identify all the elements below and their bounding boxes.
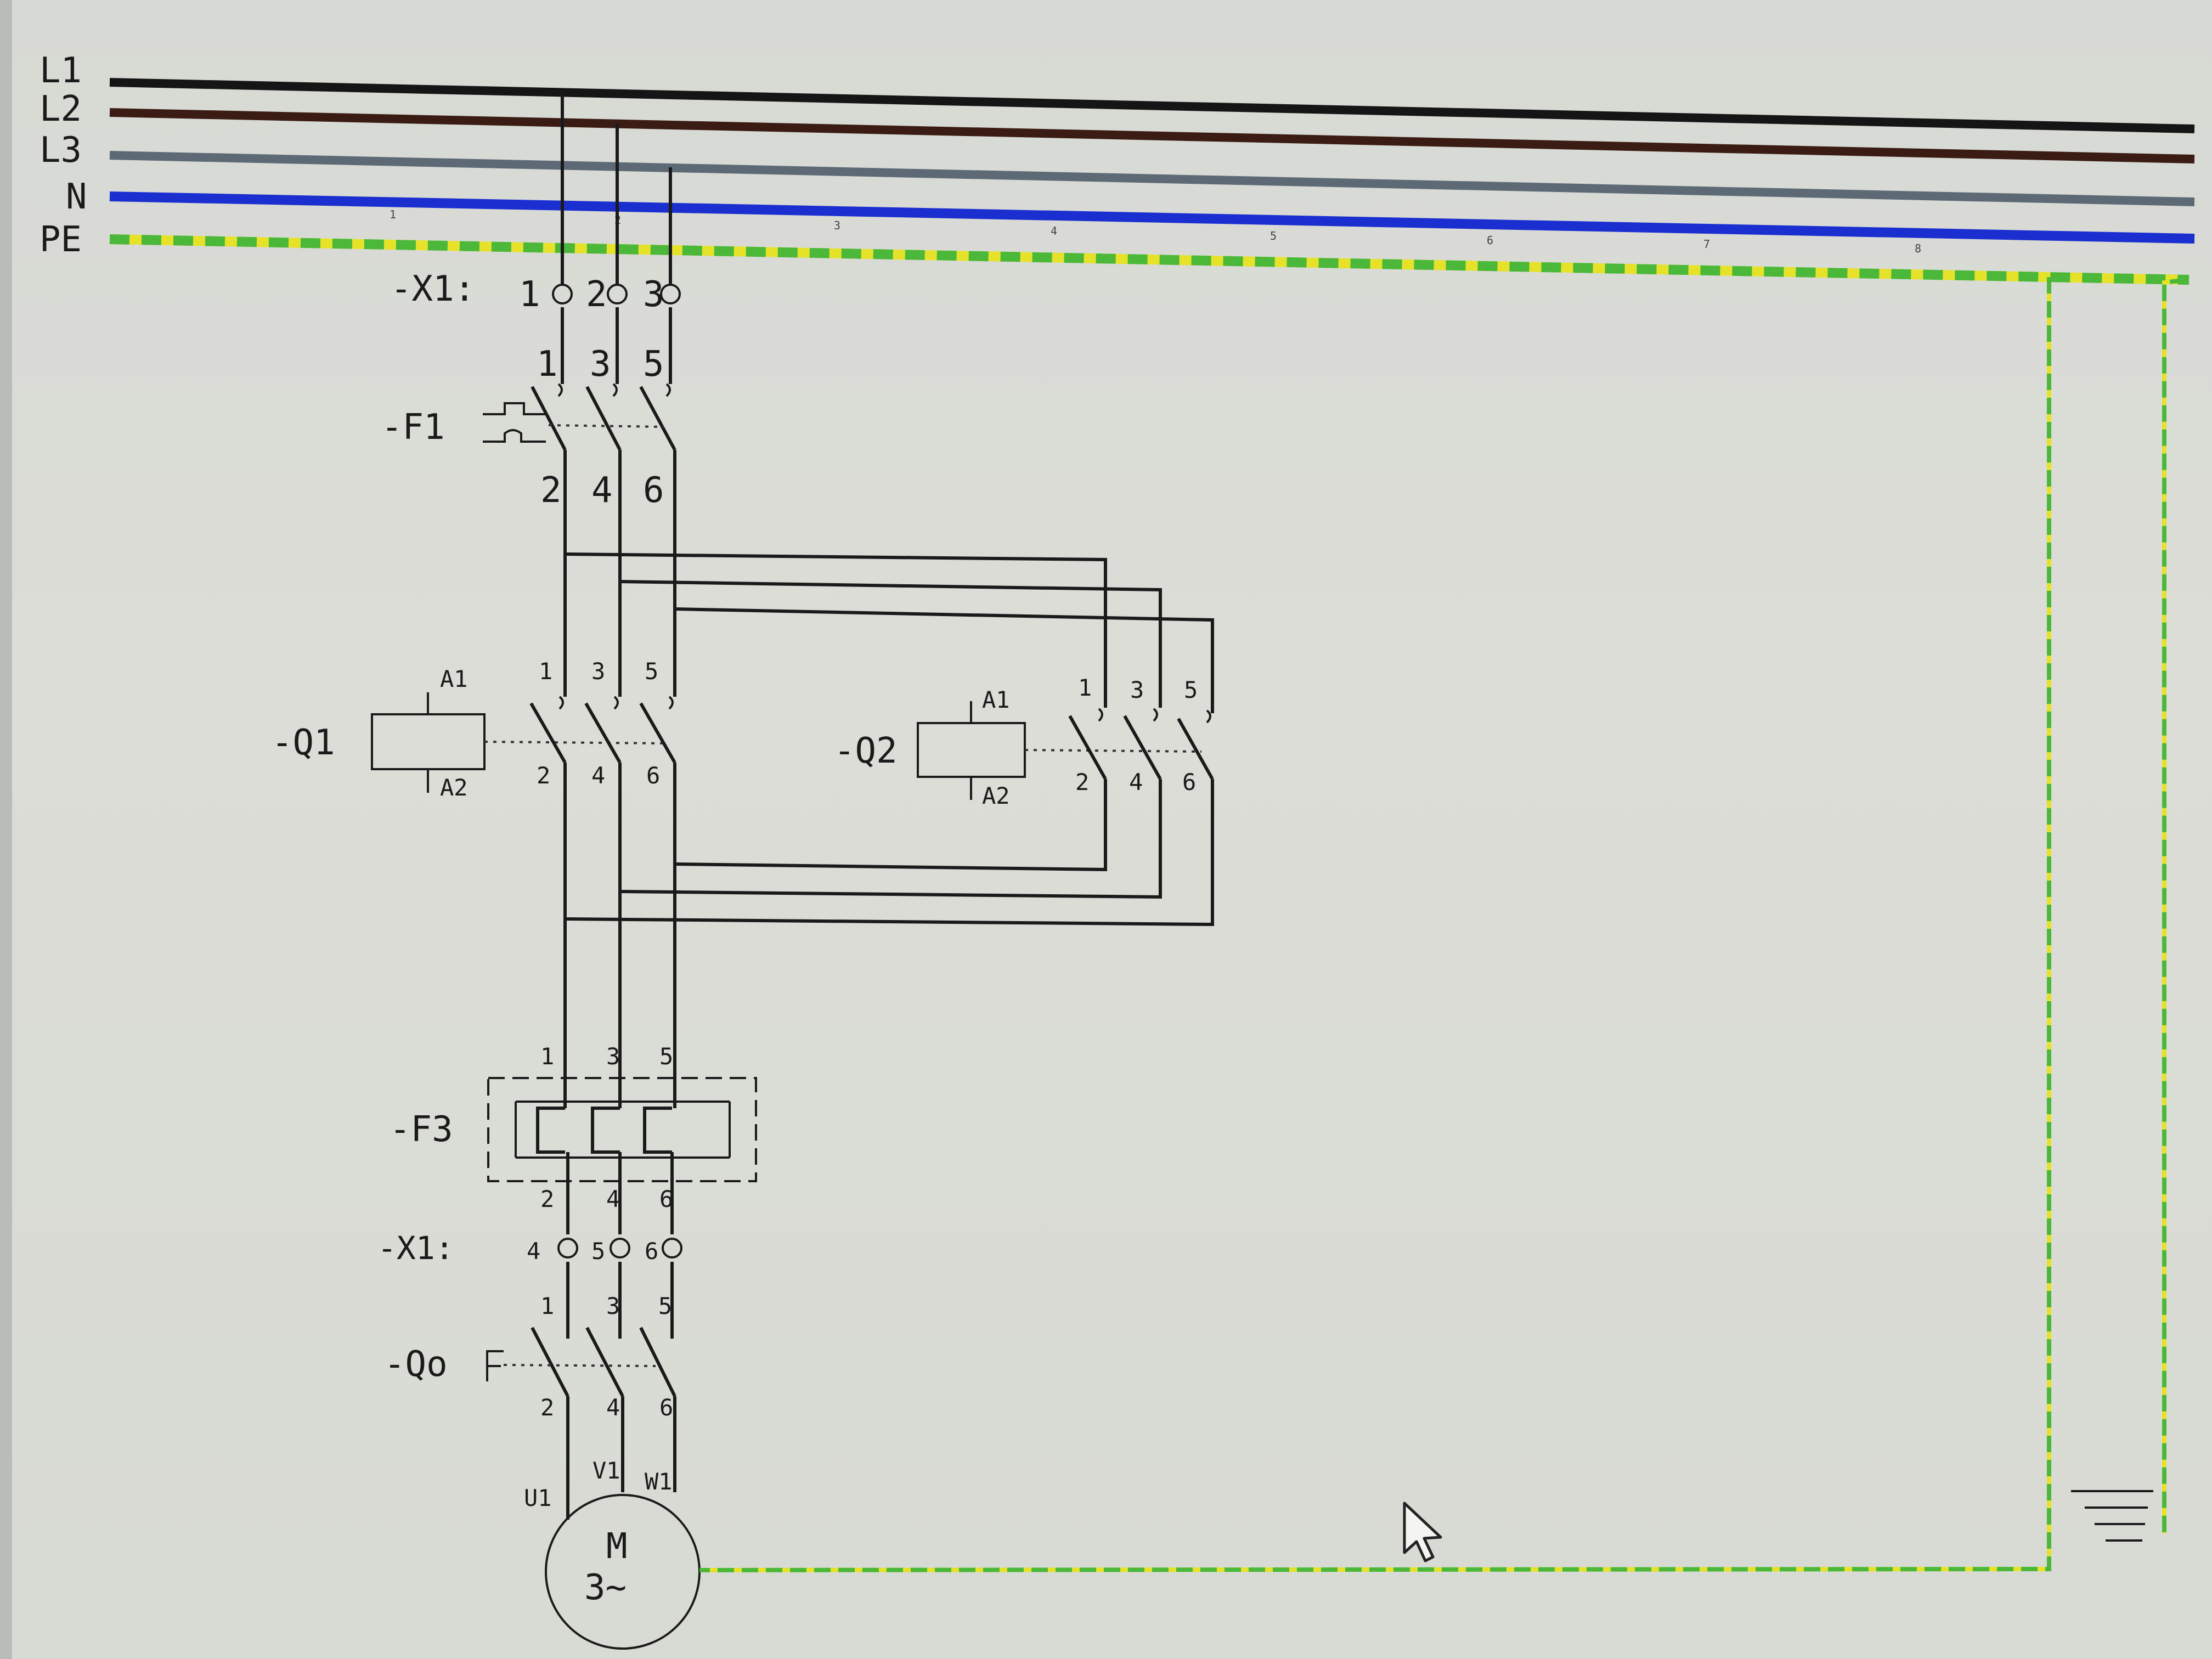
bus-N [109, 191, 2195, 244]
pin-label: 2 [537, 762, 550, 789]
bus-L2 [109, 108, 2195, 163]
pin-label: 1 [539, 658, 552, 685]
terminal-tag: -X1: [377, 1229, 454, 1267]
bus-L1 [109, 78, 2195, 133]
terminal-circle[interactable] [557, 1238, 578, 1259]
pin-label: 5 [1184, 676, 1198, 703]
reversing-wiring [565, 552, 1214, 927]
bus-L3 [109, 151, 2195, 206]
pin-label: 3 [606, 1293, 620, 1319]
pin-label: 6 [659, 1186, 673, 1212]
terminal-strip-top[interactable]: -X1: 1 2 3 [391, 269, 681, 315]
pin-label: 1 [540, 1293, 554, 1319]
pin-label: 4 [1129, 769, 1143, 795]
motor-M1[interactable]: U1 V1 W1 M 3~ [524, 1457, 701, 1650]
pin-label: 4 [591, 762, 605, 789]
device-tag: -Qo [384, 1344, 448, 1385]
terminal-circle[interactable] [552, 284, 573, 304]
bus-label-L3: L3 [40, 130, 82, 171]
pin-label: 2 [540, 470, 562, 511]
pin-label: 2 [540, 1394, 554, 1421]
terminal-circle[interactable] [660, 284, 681, 304]
device-tag: -F1 [381, 407, 445, 448]
grid-number: 8 [1915, 242, 1921, 255]
motor-symbol: M [606, 1526, 628, 1567]
terminal-circle[interactable] [610, 1238, 630, 1259]
bus-labels: L1 L2 L3 N PE [40, 50, 87, 260]
grid-number: 6 [1487, 234, 1493, 247]
motor-pin: W1 [645, 1468, 673, 1495]
device-tag: -Q2 [834, 731, 898, 771]
terminal-tag: -X1: [391, 269, 475, 309]
terminal-pin: 4 [527, 1238, 540, 1265]
pin-label: 4 [606, 1186, 620, 1212]
pin-label: 4 [606, 1394, 620, 1421]
motor-pin: U1 [524, 1485, 552, 1511]
motor-circle[interactable] [545, 1494, 701, 1650]
pin-label: 5 [658, 1293, 672, 1319]
terminal-strip-bottom[interactable]: -X1: 4 5 6 [377, 1229, 682, 1267]
grid-number: 4 [1051, 224, 1057, 238]
grid-number: 5 [1270, 229, 1277, 242]
bus-label-L1: L1 [40, 50, 82, 91]
pin-label: 5 [659, 1043, 673, 1070]
pin-label: 5 [643, 344, 664, 385]
pin-label: 4 [591, 470, 613, 511]
pin-label: 6 [659, 1394, 673, 1421]
motor-phase: 3~ [584, 1567, 627, 1608]
bus-label-L2: L2 [40, 89, 82, 129]
pin-label: 2 [540, 1186, 554, 1212]
overload-F3[interactable]: -F3 1 3 5 2 4 6 [390, 1043, 757, 1212]
device-tag: -Q1 [272, 723, 335, 763]
terminal-circle[interactable] [662, 1238, 682, 1259]
pin-label: 5 [645, 658, 658, 685]
phase-conductors [561, 93, 676, 1520]
device-tag: -F3 [390, 1109, 453, 1150]
terminal-pin: 6 [645, 1238, 658, 1265]
overload-frame [487, 1077, 757, 1182]
bus-label-N: N [66, 177, 87, 217]
grid-number: 7 [1703, 238, 1710, 251]
terminal-circle[interactable] [607, 284, 628, 304]
pe-conductor [699, 277, 2187, 1572]
terminal-pin: 1 [519, 274, 540, 315]
coil-pin: A1 [982, 686, 1010, 713]
breaker-F1[interactable]: -F1 1 3 5 2 4 6 [381, 344, 676, 511]
grid-number: 3 [834, 219, 840, 232]
coil-pin: A2 [440, 774, 468, 801]
pin-label: 3 [1130, 676, 1144, 703]
pin-label: 1 [537, 344, 558, 385]
mouse-cursor-icon [1403, 1502, 1442, 1562]
pin-label: 6 [646, 762, 660, 789]
coil-pin: A2 [982, 782, 1010, 809]
grid-number: 1 [390, 208, 396, 221]
coil-Q1[interactable] [371, 713, 486, 770]
screen-bezel [0, 0, 12, 1659]
pin-label: 1 [540, 1043, 554, 1070]
contactor-Q2[interactable]: -Q2 A1 A2 1 3 5 2 4 6 [834, 674, 1214, 809]
ground-icon [2071, 1490, 2153, 1542]
pin-label: 1 [1078, 674, 1092, 701]
pin-label: 6 [643, 470, 664, 511]
coil-Q2[interactable] [917, 722, 1026, 778]
terminal-pin: 2 [586, 274, 607, 315]
terminal-pin: 5 [591, 1238, 605, 1265]
contactor-Q1[interactable]: -Q1 A1 A2 1 3 5 2 4 6 [272, 658, 676, 801]
pin-label: 3 [590, 344, 611, 385]
switch-Q0[interactable]: -Qo 1 3 5 2 4 6 [384, 1293, 676, 1421]
coil-pin: A1 [440, 665, 468, 692]
pin-label: 3 [606, 1043, 620, 1070]
pin-label: 2 [1075, 769, 1089, 795]
bus-bars [109, 78, 2195, 285]
bus-label-PE: PE [40, 219, 82, 260]
pin-label: 6 [1182, 769, 1196, 795]
motor-pin: V1 [592, 1457, 620, 1484]
bus-PE [109, 234, 2190, 285]
pin-label: 3 [591, 658, 605, 685]
